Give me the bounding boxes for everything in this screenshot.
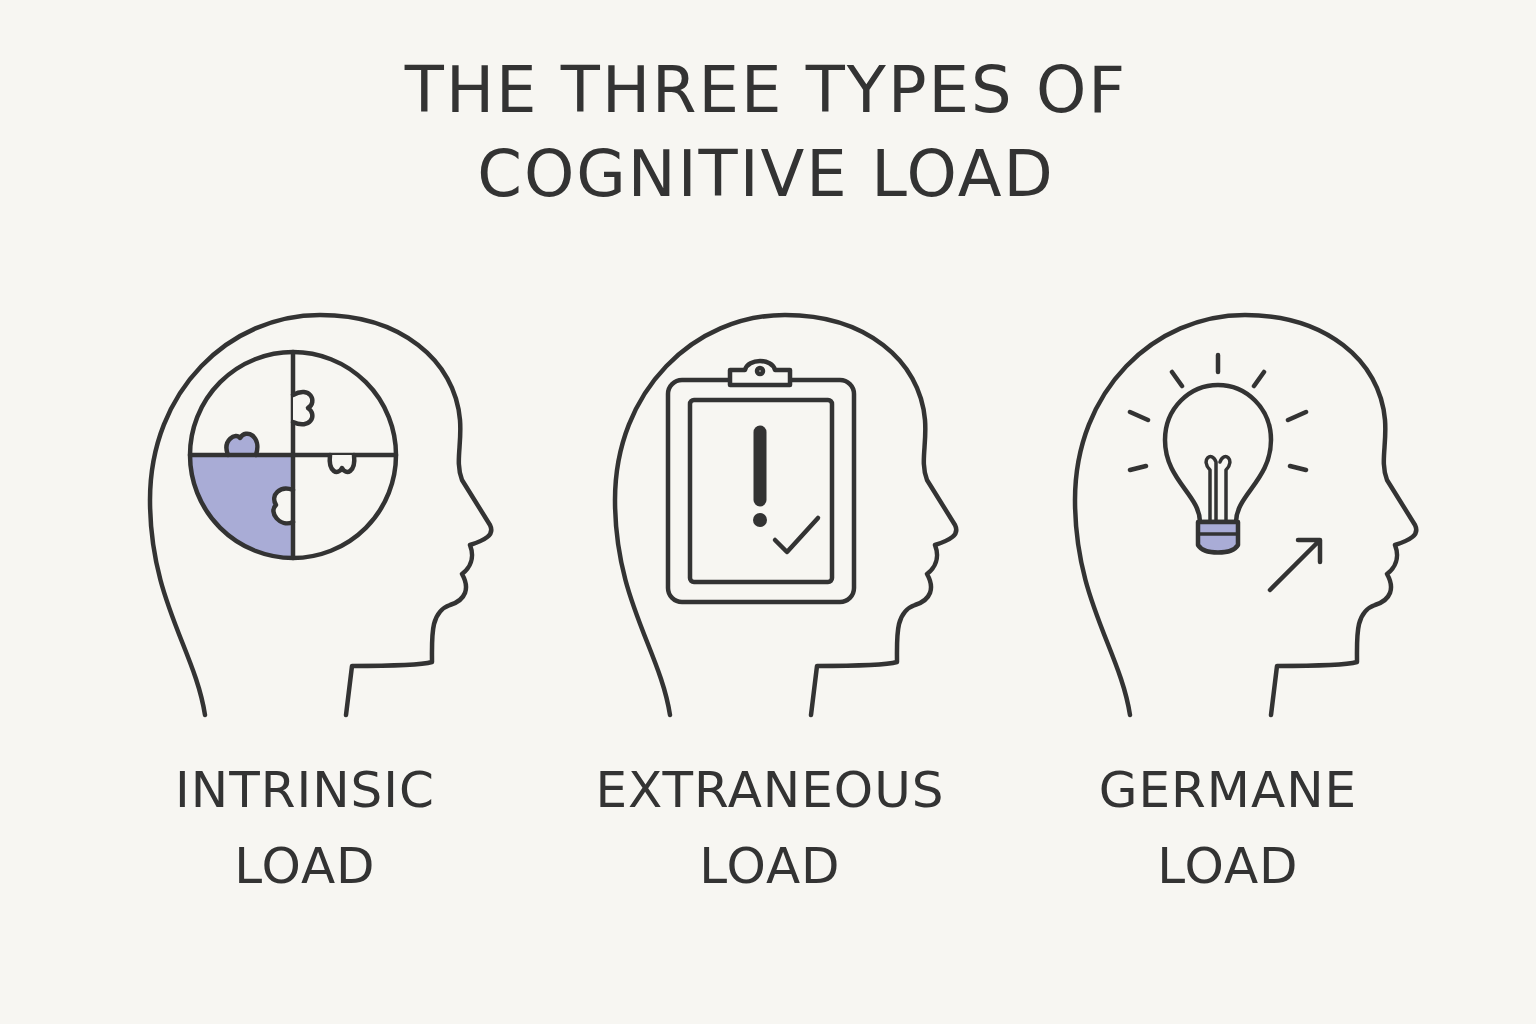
clipboard-board <box>668 380 854 602</box>
load-label: INTRINSIC LOAD <box>125 752 485 904</box>
growth-arrow <box>1270 540 1320 590</box>
head-clipboard <box>615 315 956 715</box>
head-outline <box>615 315 956 715</box>
lightbulb-icon <box>1130 355 1320 590</box>
clipboard-clip <box>730 361 790 385</box>
diagram-title: THE THREE TYPES OF COGNITIVE LOAD <box>266 48 1266 216</box>
puzzle-seam <box>190 453 396 458</box>
head-lightbulb <box>1075 315 1416 715</box>
head-outline <box>1075 315 1416 715</box>
exclamation-dot <box>753 513 767 527</box>
clipboard-icon <box>668 361 854 602</box>
bulb-filament <box>1206 457 1230 520</box>
light-rays <box>1130 355 1306 470</box>
clip-hole <box>757 368 763 374</box>
puzzle-knob <box>227 434 258 455</box>
load-label: GERMANE LOAD <box>1048 752 1408 904</box>
head-puzzle <box>150 315 491 715</box>
puzzle-knob <box>330 455 355 472</box>
load-label: EXTRANEOUS LOAD <box>540 752 1000 904</box>
clipboard-paper <box>690 400 832 582</box>
brain-outline <box>190 352 396 558</box>
check-mark <box>775 518 818 552</box>
puzzle-knob <box>293 392 312 424</box>
bulb-glass <box>1165 385 1271 522</box>
bulb-base <box>1198 522 1238 553</box>
exclamation-bar <box>754 432 767 500</box>
bulb-thread <box>1200 532 1236 536</box>
head-outline <box>150 315 491 715</box>
puzzle-knob <box>273 489 293 524</box>
